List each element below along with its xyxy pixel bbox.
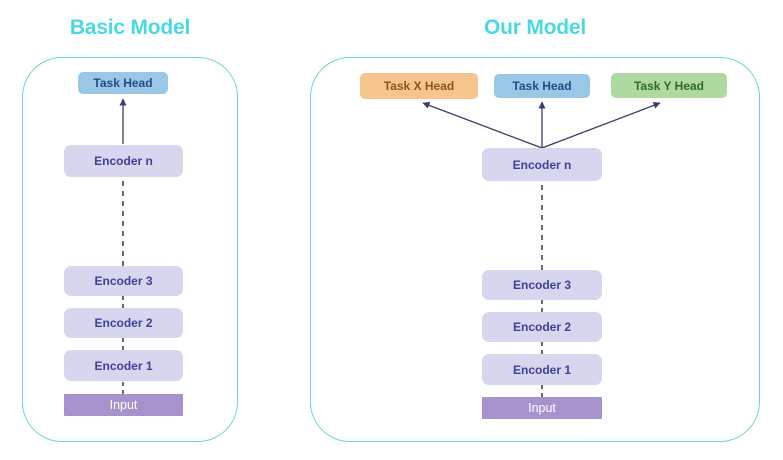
node-basic-encoder-1[interactable]: Encoder 1 xyxy=(64,350,183,381)
node-ours-task-y-head[interactable]: Task Y Head xyxy=(611,73,727,98)
node-basic-encoder-n[interactable]: Encoder n xyxy=(64,145,183,177)
panel-basic-model xyxy=(22,57,238,442)
node-ours-task-x-head[interactable]: Task X Head xyxy=(360,73,478,99)
node-ours-encoder-2[interactable]: Encoder 2 xyxy=(482,312,602,342)
node-basic-input[interactable]: Input xyxy=(64,394,183,416)
node-basic-task-head[interactable]: Task Head xyxy=(78,72,168,94)
node-basic-encoder-3[interactable]: Encoder 3 xyxy=(64,266,183,296)
panel-our-model xyxy=(310,57,760,442)
node-ours-task-head[interactable]: Task Head xyxy=(494,74,590,98)
node-basic-encoder-2[interactable]: Encoder 2 xyxy=(64,308,183,338)
panel-title-our-model: Our Model xyxy=(483,16,587,39)
node-ours-encoder-3[interactable]: Encoder 3 xyxy=(482,270,602,300)
node-ours-encoder-n[interactable]: Encoder n xyxy=(482,148,602,181)
node-ours-encoder-1[interactable]: Encoder 1 xyxy=(482,354,602,385)
panel-title-basic-model: Basic Model xyxy=(69,16,191,39)
node-ours-input[interactable]: Input xyxy=(482,397,602,419)
